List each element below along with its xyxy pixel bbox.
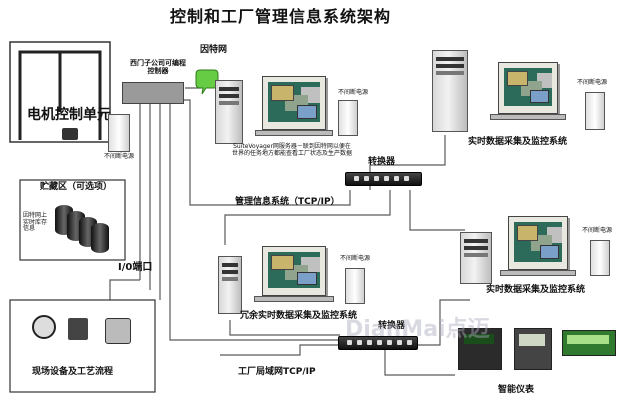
scada-screen-2 [514, 222, 562, 262]
smart-instruments-label: 智能仪表 [498, 385, 535, 395]
factory-lan-label: 工厂局域网TCP/IP [238, 367, 316, 377]
scada-monitor-stand-2 [500, 270, 576, 276]
internet-inventory-text: 因特网上实时库存信息 [23, 212, 48, 233]
siemens-plc-label: 西门子公司可编程控制器 [128, 59, 188, 75]
web-monitor [262, 76, 326, 130]
lan-switch [338, 336, 418, 350]
switch-label: 转换器 [368, 157, 396, 167]
switch-label-2: 转换器 [378, 321, 406, 331]
web-screen [268, 82, 320, 122]
transmitter-icon [32, 315, 56, 339]
redundant-monitor-stand [254, 296, 334, 302]
ups-label-1: 不间断电源 [338, 89, 369, 96]
storage-area-label: 贮藏区（可选项） [40, 182, 113, 192]
smart-meter-1 [458, 328, 502, 370]
ups-4 [590, 240, 610, 276]
ups-1 [338, 100, 358, 136]
redundant-screen [268, 252, 320, 288]
realtime-scada-label-2: 实时数据采集及监控系统 [486, 285, 586, 295]
smart-meter-2 [514, 328, 552, 370]
page-title: 控制和工厂管理信息系统架构 [170, 7, 392, 26]
scada-monitor-stand-1 [490, 114, 566, 120]
internet-inventory-label: 因特网上实时库存信息 [23, 212, 51, 233]
ups-3 [585, 92, 605, 130]
storage-tank-4 [91, 223, 109, 253]
ups-5 [345, 268, 365, 304]
watermark: DianMai点迈 [345, 317, 490, 342]
scada-server-2 [460, 232, 492, 284]
redundant-monitor [262, 246, 326, 296]
siemens-plc-text: 西门子公司可编程控制器 [130, 59, 186, 75]
redundant-scada-label: 冗余实时数据采集及监控系统 [240, 311, 358, 321]
internet-bubble [195, 69, 219, 95]
web-server [215, 80, 243, 144]
ups-label-4: 不间断电源 [582, 227, 613, 234]
scada-monitor-1 [498, 62, 558, 114]
ups-label-2: 不间断电源 [104, 153, 135, 160]
ups-2 [108, 114, 130, 152]
web-monitor-stand [255, 130, 333, 136]
motor-icon [62, 128, 78, 140]
ups-label-3: 不间断电源 [577, 79, 608, 86]
realtime-scada-label-1: 实时数据采集及监控系统 [468, 137, 568, 147]
smart-meter-3 [562, 330, 616, 356]
mis-label: 管理信息系统（TCP/IP） [235, 197, 340, 207]
suite-voyager-label: SuiteVoyager网服务器－联到因特网以便在世界的任务地方都能查看工厂状态… [232, 143, 353, 157]
valve-icon [68, 318, 88, 340]
ups-label-5: 不间断电源 [340, 255, 371, 262]
io-port-label: I/0端口 [118, 262, 153, 273]
scada-screen-1 [504, 68, 552, 106]
flowmeter-icon [105, 318, 131, 344]
scada-server-1 [432, 50, 468, 132]
suite-voyager-text: SuiteVoyager网服务器－联到因特网以便在世界的任务地方都能查看工厂状态… [232, 143, 353, 157]
motor-control-unit-label: 电机控制单元 [27, 107, 111, 123]
internet-label: 因特网 [200, 45, 228, 55]
redundant-server [218, 256, 242, 314]
mis-switch [345, 172, 422, 186]
plc-device [122, 82, 184, 104]
field-devices-label: 现场设备及工艺流程 [32, 367, 114, 377]
scada-monitor-2 [508, 216, 568, 270]
